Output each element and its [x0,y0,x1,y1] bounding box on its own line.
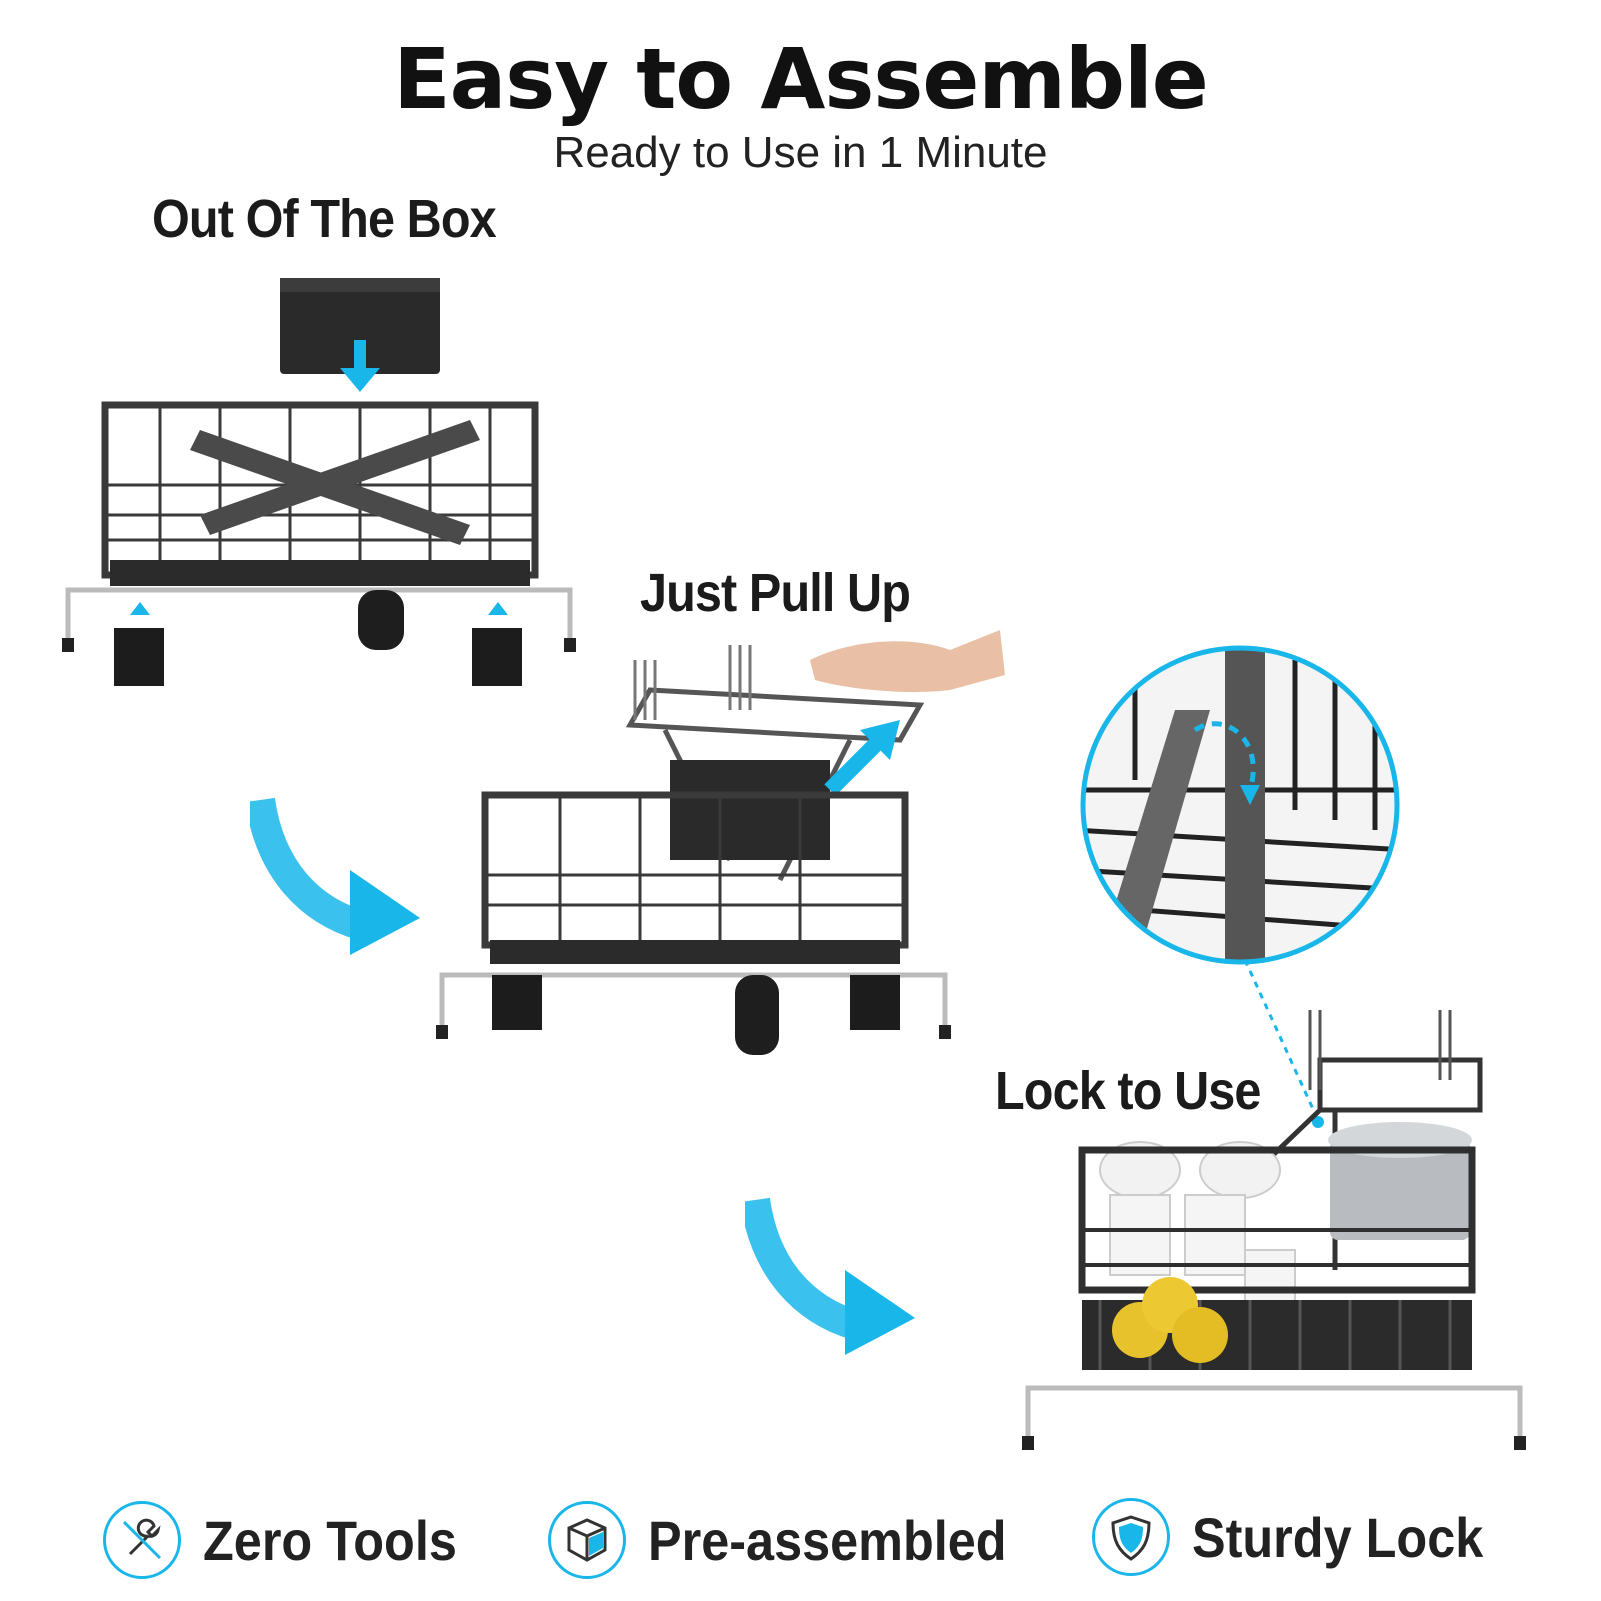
page-subtitle: Ready to Use in 1 Minute [553,128,1048,177]
lock-detail-zoom [1080,645,1400,965]
box-icon [548,1501,626,1579]
no-tools-icon [103,1501,181,1579]
rack-illustration-unassembled [62,278,576,686]
feature-pre-assembled: Pre-assembled [548,1490,1046,1590]
shield-icon [1092,1498,1170,1576]
feature-label-sturdy-lock: Sturdy Lock [1192,1505,1484,1569]
curved-arrow-icon [745,1197,915,1355]
step-label-pull-up: Just Pull Up [640,563,911,623]
step-label-out-of-box: Out Of The Box [152,189,497,249]
feature-sturdy-lock: Sturdy Lock [1092,1487,1516,1587]
feature-zero-tools: Zero Tools [103,1490,485,1590]
curved-arrow-icon [250,797,420,955]
step-label-lock: Lock to Use [995,1061,1261,1121]
feature-label-zero-tools: Zero Tools [203,1508,457,1572]
rack-illustration-pull-up [436,630,1005,1055]
feature-label-pre-assembled: Pre-assembled [648,1508,1007,1572]
page-title: Easy to Assemble [393,30,1209,128]
zoom-connector-line [1243,960,1324,1128]
rack-illustration-assembled [1022,1010,1526,1450]
